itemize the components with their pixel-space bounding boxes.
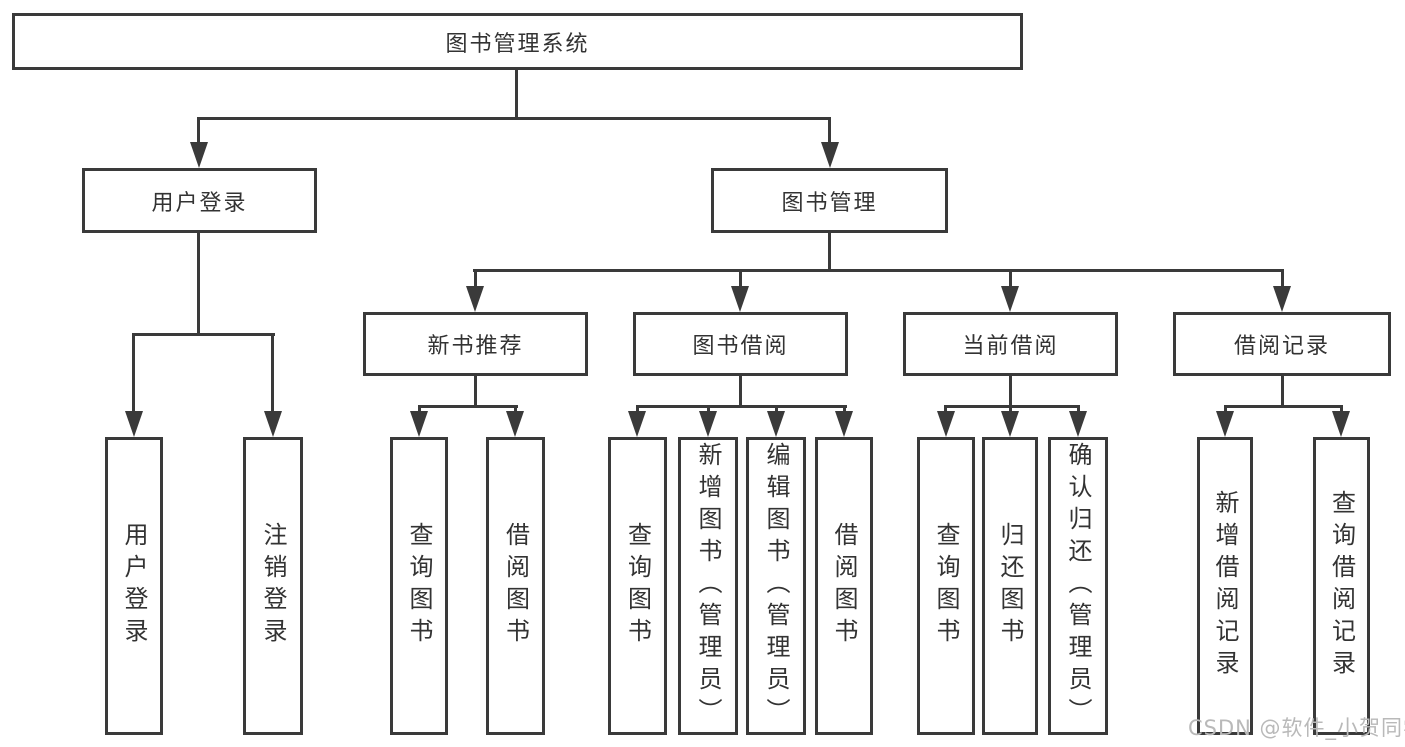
arrowhead-leaf-icon [125, 411, 143, 437]
leaf-query-books-borrowing: 查询图书 [608, 437, 667, 735]
arrowhead-leaf-icon [1332, 411, 1350, 437]
connector-drop-leaf [271, 333, 274, 413]
arrowhead-user-login-icon [190, 142, 208, 168]
arrowhead-leaf-icon [835, 411, 853, 437]
arrowhead-book-borrowing-icon [731, 286, 749, 312]
connector-branch-level2 [197, 117, 831, 120]
leaf-add-borrow-record: 新增借阅记录 [1197, 437, 1253, 735]
leaf-borrow-books-recommend: 借阅图书 [486, 437, 545, 735]
arrowhead-leaf-icon [1069, 411, 1087, 437]
arrowhead-leaf-icon [937, 411, 955, 437]
leaf-label: 新增图书（管理员） [694, 442, 722, 730]
arrowhead-current-borrowing-icon [1001, 286, 1019, 312]
connector-drop-leaf [843, 405, 846, 415]
leaf-add-book-admin: 新增图书（管理员） [678, 437, 738, 735]
arrowhead-leaf-icon [628, 411, 646, 437]
connector-branch-book-borrowing [636, 405, 847, 408]
connector-new-book-stub [474, 375, 477, 407]
connector-borrowing-records-stub [1281, 375, 1284, 407]
csdn-watermark: CSDN @软件_小贺同学 [1188, 716, 1405, 740]
leaf-label: 借阅图书 [830, 522, 858, 650]
leaf-label: 查询借阅记录 [1327, 490, 1356, 682]
connector-drop-leaf [944, 405, 947, 415]
node-new-book-recommend: 新书推荐 [363, 312, 588, 376]
node-book-management-system: 图书管理系统 [12, 13, 1023, 70]
connector-root-stub [515, 67, 518, 119]
leaf-label: 确认归还（管理员） [1064, 442, 1092, 730]
connector-drop-user-login [197, 117, 200, 145]
leaf-query-books-recommend: 查询图书 [390, 437, 448, 735]
connector-drop-leaf [514, 405, 517, 415]
arrowhead-leaf-icon [699, 411, 717, 437]
connector-drop-leaf [1340, 405, 1343, 415]
arrowhead-leaf-icon [410, 411, 428, 437]
leaf-borrow-books-borrowing: 借阅图书 [815, 437, 873, 735]
arrowhead-leaf-icon [767, 411, 785, 437]
leaf-label: 借阅图书 [501, 522, 530, 650]
connector-drop-current-borrowing [1009, 269, 1012, 289]
node-book-borrowing: 图书借阅 [633, 312, 848, 376]
leaf-label: 查询图书 [932, 522, 960, 650]
leaf-label: 用户登录 [120, 522, 148, 650]
node-borrowing-records: 借阅记录 [1173, 312, 1391, 376]
connector-branch-user-login [132, 333, 275, 336]
leaf-label: 归还图书 [996, 522, 1024, 650]
connector-drop-leaf [418, 405, 421, 415]
arrowhead-borrowing-records-icon [1273, 286, 1291, 312]
leaf-edit-book-admin: 编辑图书（管理员） [746, 437, 806, 735]
node-label: 借阅记录 [1233, 334, 1330, 359]
connector-current-borrowing-stub [1009, 375, 1012, 407]
connector-drop-book-management [828, 117, 831, 145]
leaf-label: 新增借阅记录 [1211, 490, 1239, 682]
node-label: 用户登录 [151, 190, 248, 216]
leaf-label: 查询图书 [623, 522, 652, 650]
connector-drop-book-borrowing [739, 269, 742, 289]
connector-branch-current-borrowing [944, 405, 1080, 408]
connector-drop-leaf [1224, 405, 1227, 415]
connector-drop-leaf [1077, 405, 1080, 415]
node-user-login: 用户登录 [82, 168, 317, 233]
connector-drop-leaf [132, 333, 135, 413]
leaf-label: 编辑图书（管理员） [762, 442, 790, 730]
arrowhead-leaf-icon [1001, 411, 1019, 437]
connector-branch-borrowing-records [1224, 405, 1343, 408]
connector-branch-level3 [473, 269, 1284, 272]
leaf-query-borrow-record: 查询借阅记录 [1313, 437, 1370, 735]
node-book-management: 图书管理 [711, 168, 948, 233]
connector-drop-leaf [1009, 405, 1012, 415]
leaf-confirm-return-admin: 确认归还（管理员） [1048, 437, 1108, 735]
connector-drop-leaf [707, 405, 710, 415]
connector-user-login-stub [197, 233, 200, 335]
arrowhead-new-book-icon [466, 286, 484, 312]
connector-drop-leaf [775, 405, 778, 415]
connector-drop-new-book [474, 269, 477, 289]
arrowhead-leaf-icon [264, 411, 282, 437]
connector-book-management-stub [828, 232, 831, 272]
node-current-borrowing: 当前借阅 [903, 312, 1118, 376]
connector-drop-borrowing-records [1281, 269, 1284, 289]
leaf-label: 查询图书 [405, 522, 433, 650]
leaf-return-books: 归还图书 [982, 437, 1038, 735]
connector-drop-leaf [636, 405, 639, 415]
node-label: 图书管理 [781, 190, 878, 216]
connector-branch-new-book [418, 405, 518, 408]
node-label: 图书管理系统 [445, 31, 590, 57]
node-label: 新书推荐 [427, 334, 524, 359]
arrowhead-book-management-icon [821, 142, 839, 168]
node-label: 图书借阅 [692, 334, 789, 359]
leaf-query-books-current: 查询图书 [917, 437, 975, 735]
leaf-label: 注销登录 [259, 522, 287, 650]
leaf-user-login: 用户登录 [105, 437, 163, 735]
arrowhead-leaf-icon [506, 411, 524, 437]
arrowhead-leaf-icon [1216, 411, 1234, 437]
node-label: 当前借阅 [962, 334, 1059, 359]
leaf-logout: 注销登录 [243, 437, 303, 735]
connector-book-borrowing-stub [739, 375, 742, 407]
